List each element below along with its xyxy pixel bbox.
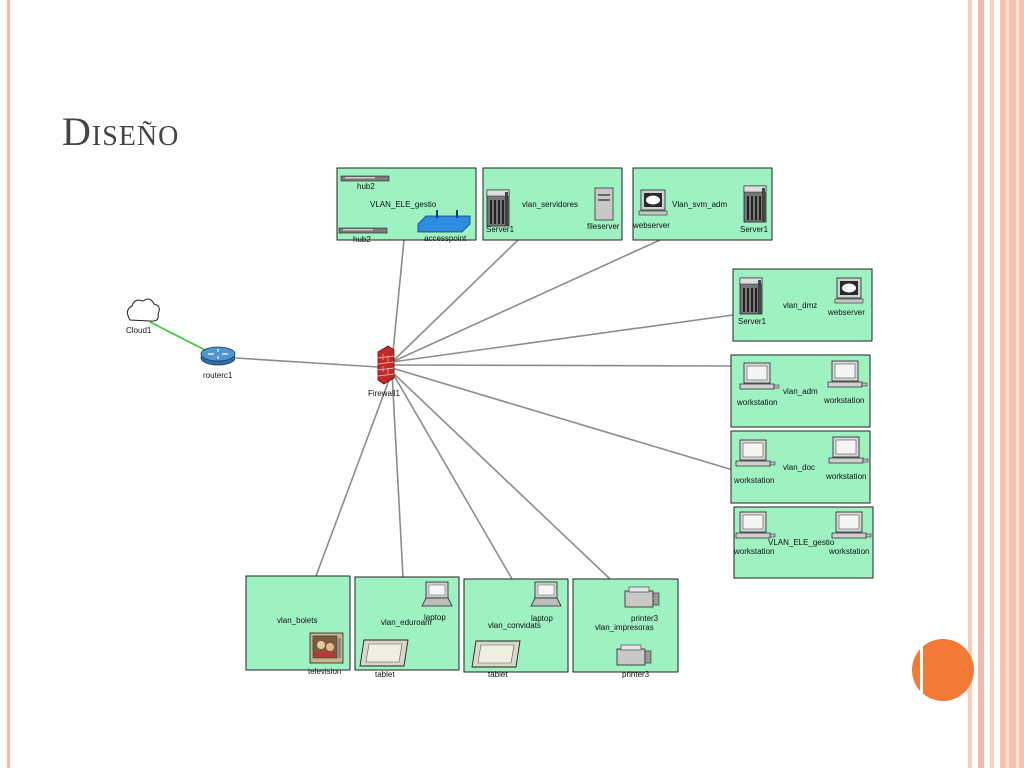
device-label: workstation — [828, 547, 869, 556]
firewall-icon — [377, 345, 395, 385]
vlan-label: VLAN_ELE_gestio — [370, 200, 437, 209]
webserver-icon — [638, 189, 668, 216]
television-icon — [309, 632, 344, 664]
device-label: accesspoint — [424, 234, 467, 243]
device-label: laptop — [424, 613, 446, 622]
hub-icon — [338, 227, 388, 234]
tablet-icon — [471, 640, 521, 668]
vlan-label: Vlan_svm_adm — [672, 200, 727, 209]
cloud-link — [149, 321, 206, 351]
server-icon — [486, 189, 510, 227]
router-label: routerc1 — [203, 371, 233, 380]
orange-circle-decoration — [912, 637, 974, 703]
server-icon — [739, 277, 763, 315]
vlan-servidores: Server1 vlan_servidores fileserver — [482, 167, 623, 241]
device-label: workstation — [736, 398, 777, 407]
vlan-label: vlan_bolets — [277, 616, 317, 625]
vlan-label: vlan_dmz — [783, 301, 817, 310]
device-label: Server1 — [740, 225, 769, 234]
vlan-adm: workstation vlan_adm workstation — [730, 354, 871, 428]
vlan-svm-adm: webserver Vlan_svm_adm Server1 — [632, 167, 773, 241]
firewall-label: Firewall1 — [368, 389, 401, 398]
device-label: webserver — [632, 221, 670, 230]
server-icon — [743, 185, 767, 223]
device-label: workstation — [823, 396, 864, 405]
vlan-label: vlan_servidores — [522, 200, 578, 209]
device-label: printer3 — [622, 670, 650, 679]
hub-icon — [340, 175, 390, 182]
device-label: tablet — [488, 670, 508, 679]
fileserver-icon — [594, 187, 614, 221]
device-label: Server1 — [486, 225, 515, 234]
slide-title: Diseño — [62, 109, 180, 154]
vlan-convidats: laptop vlan_convidats tablet — [463, 578, 569, 679]
vlan-doc: workstation vlan_doc workstation — [730, 430, 871, 504]
slide-left-border — [7, 0, 10, 768]
device-label: workstation — [733, 547, 774, 556]
vlan-impresoras: printer3 vlan_impresoras printer3 — [572, 578, 679, 679]
vlan-label: vlan_impresoras — [595, 623, 654, 632]
vlan-gestio-right: workstation VLAN_ELE_gestio workstation — [733, 506, 874, 579]
device-label: fileserver — [587, 222, 620, 231]
laptop-icon — [421, 581, 453, 607]
device-label: webserver — [827, 308, 865, 317]
laptop-icon — [530, 581, 562, 607]
webserver-icon — [834, 277, 864, 304]
router-icon — [200, 346, 236, 366]
device-label: hub2 — [357, 182, 375, 191]
device-label: tablet — [375, 670, 395, 679]
cloud-label: Cloud1 — [126, 326, 152, 335]
device-label: Server1 — [738, 317, 767, 326]
device-label: hub2 — [353, 235, 371, 244]
vlan-label: vlan_doc — [783, 463, 815, 472]
vlan-label: vlan_convidats — [488, 621, 541, 630]
device-label: television — [308, 667, 341, 676]
tablet-icon — [359, 639, 409, 667]
device-label: workstation — [733, 476, 774, 485]
vlan-label: vlan_adm — [783, 387, 818, 396]
device-label: laptop — [531, 614, 553, 623]
device-label: printer3 — [631, 614, 659, 623]
cloud-icon — [126, 298, 160, 322]
vlan-label: VLAN_ELE_gestio — [768, 538, 835, 547]
device-label: workstation — [825, 472, 866, 481]
vlan-label: vlan_eduroam — [381, 618, 432, 627]
vlan-eduroam: laptop vlan_eduroam tablet — [354, 576, 460, 679]
vlan-gestio-top: hub2 VLAN_ELE_gestio hub2 accesspoint — [336, 167, 477, 244]
access-point-icon — [417, 210, 471, 233]
slide-right-stripes — [968, 0, 1024, 768]
vlan-bolets: vlan_bolets television — [245, 575, 351, 676]
vlan-dmz: Server1 vlan_dmz webserver — [732, 268, 873, 342]
